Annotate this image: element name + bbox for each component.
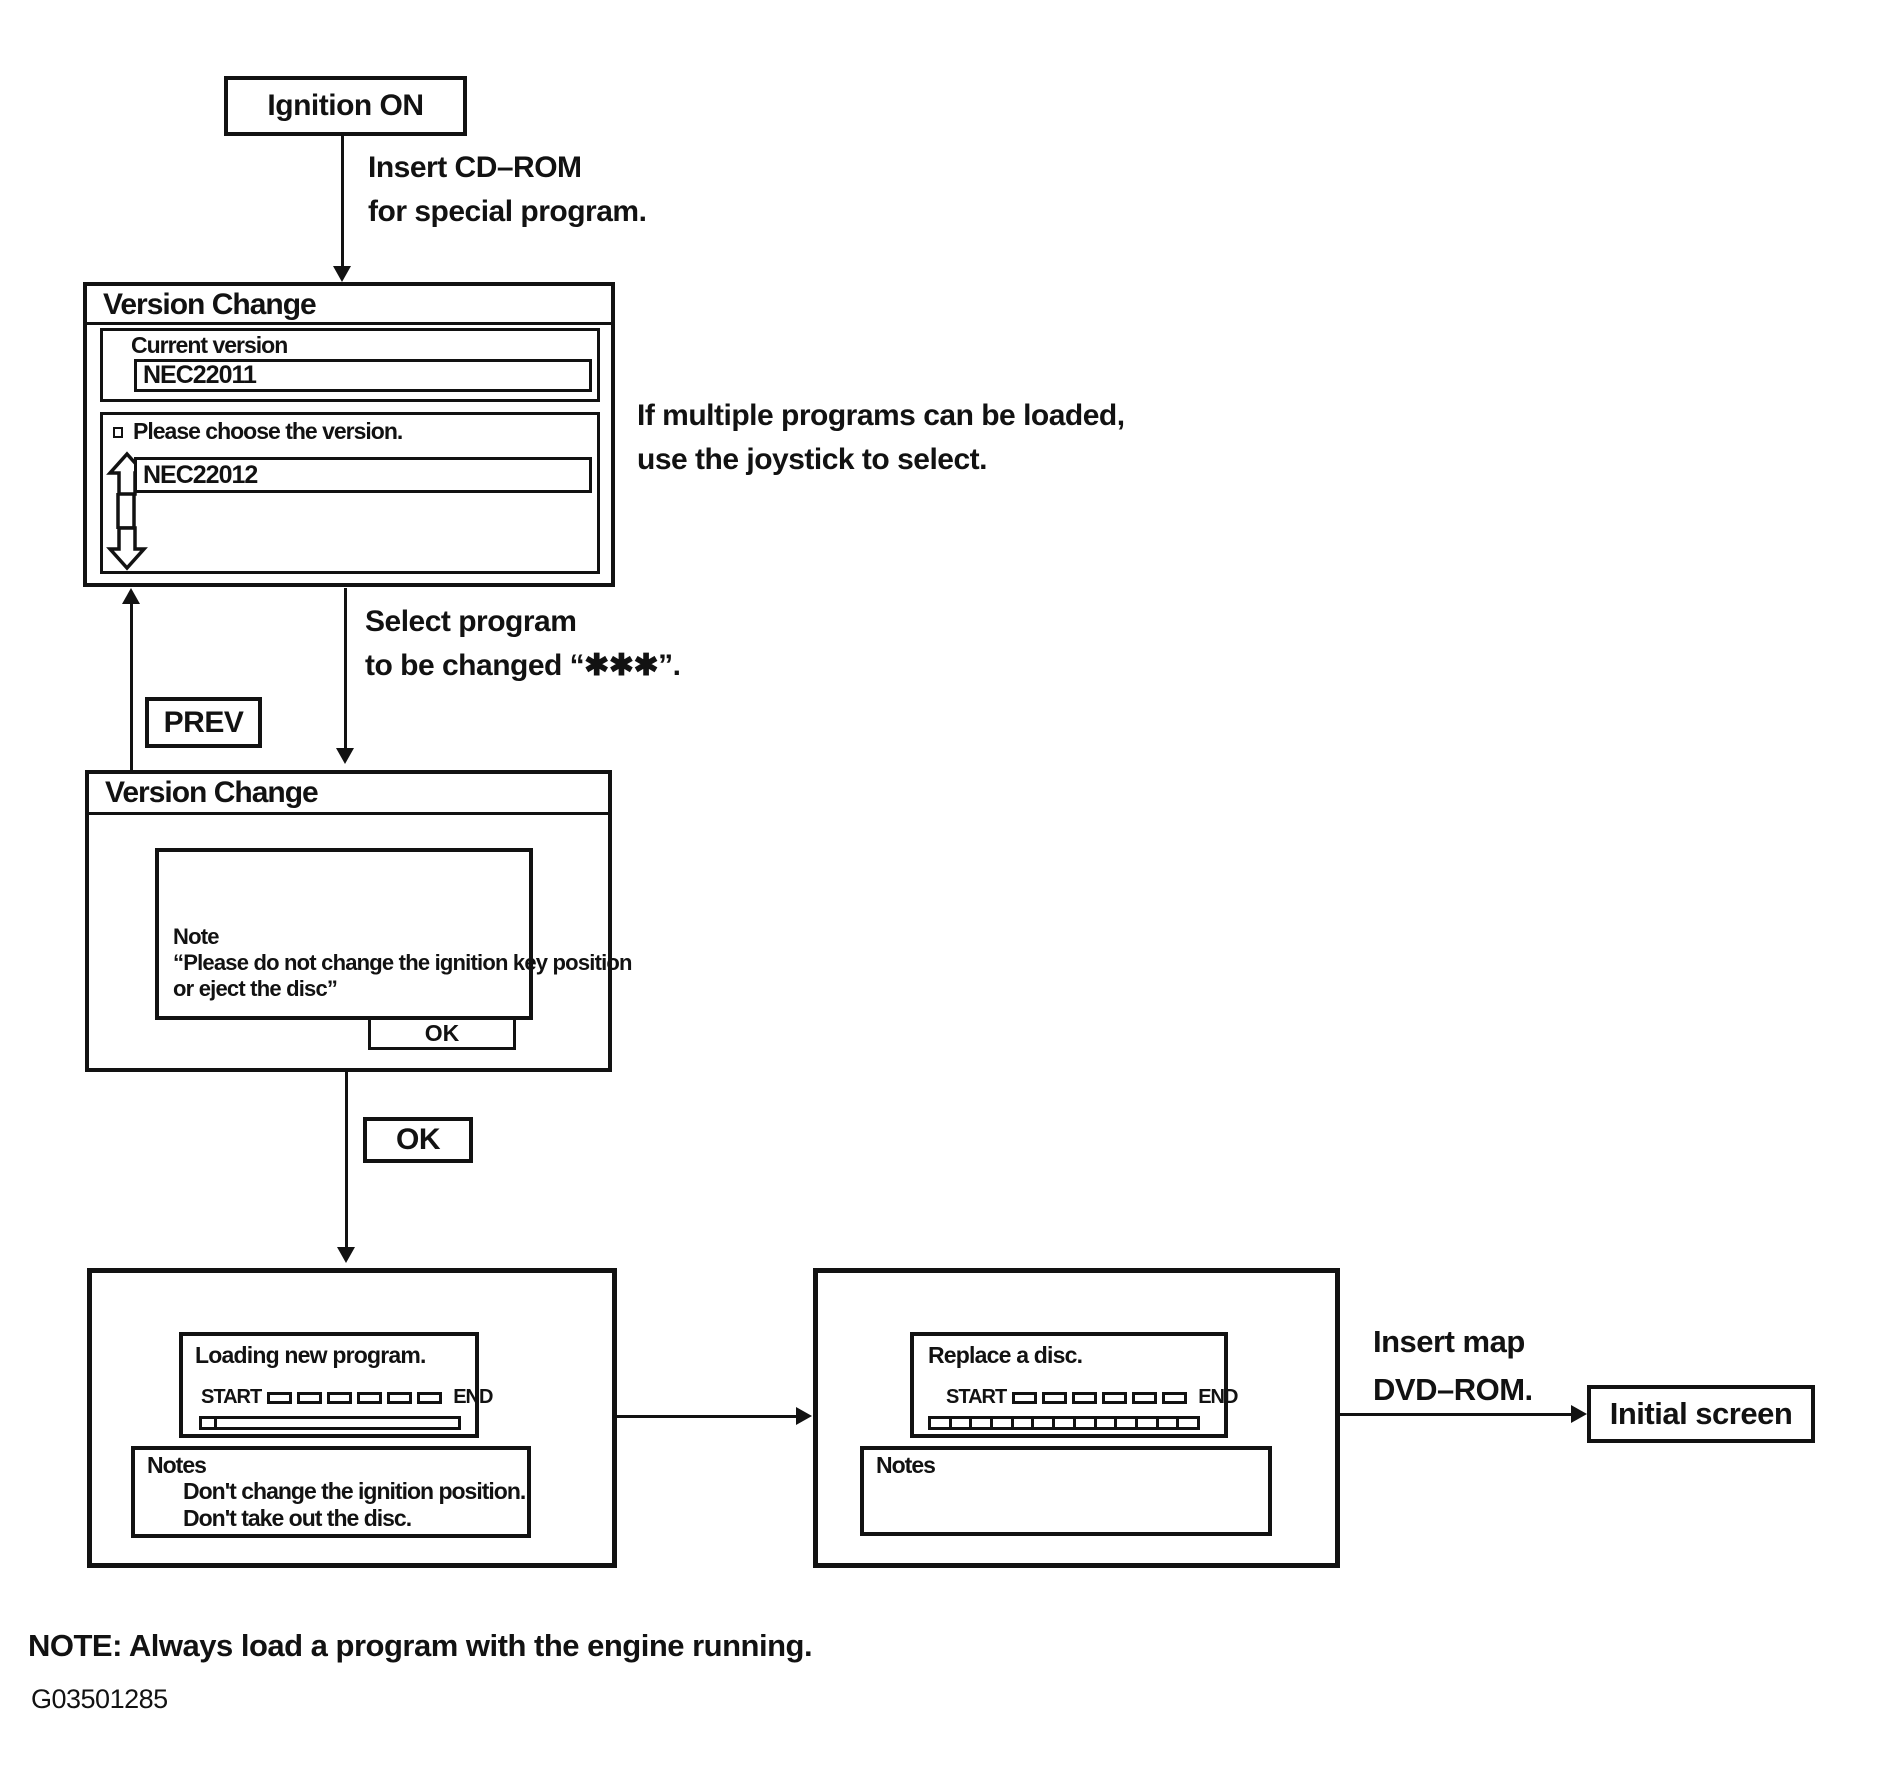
replace-message: Replace a disc.: [928, 1342, 1083, 1368]
insert-cdrom-line1: Insert CD–ROM: [368, 151, 582, 184]
current-version-label: Current version: [131, 332, 288, 358]
loading-note-1: Don't change the ignition position.: [183, 1478, 526, 1504]
prev-node: PREV: [145, 697, 262, 748]
select-program-line1: Select program: [365, 605, 577, 638]
bullet-square-icon: [113, 427, 123, 438]
note-line2: or eject the disc”: [173, 976, 338, 1001]
screen1-header-rule: [87, 322, 611, 325]
loading-note-2: Don't take out the disc.: [183, 1505, 412, 1531]
footer-note: NOTE: Always load a program with the eng…: [28, 1628, 813, 1663]
insert-map-annotation: Insert map DVD–ROM.: [1373, 1318, 1533, 1414]
ok-node-label: OK: [396, 1123, 441, 1156]
select-program-annotation: Select program to be changed “✱✱✱”.: [365, 600, 681, 688]
progress-segments: [267, 1391, 447, 1404]
connector-prev-up: [130, 602, 133, 770]
end-label: END: [1198, 1386, 1238, 1408]
screen1-title: Version Change: [103, 288, 317, 321]
select-program-line2: to be changed “✱✱✱”.: [365, 649, 681, 682]
screen-version-select: Version Change Current version NEC22011 …: [83, 282, 615, 587]
loading-progress-bar: [199, 1416, 461, 1430]
loading-dialog: Loading new program. START END: [179, 1332, 493, 1438]
insert-map-line2: DVD–ROM.: [1373, 1372, 1533, 1407]
start-label: START: [946, 1386, 1007, 1408]
multiple-programs-annotation: If multiple programs can be loaded, use …: [637, 394, 1125, 482]
connector-replace-to-initial: [1340, 1413, 1572, 1416]
screen-loading: Loading new program. START END Notes Don…: [87, 1268, 617, 1568]
connector-loading-to-replace: [617, 1415, 797, 1418]
loading-message: Loading new program.: [195, 1342, 426, 1368]
scroll-track-icon: [115, 493, 139, 529]
loading-progress-row: START END: [195, 1386, 498, 1409]
insert-map-line1: Insert map: [1373, 1324, 1525, 1359]
screen-replace: Replace a disc. START END Notes: [813, 1268, 1340, 1568]
scroll-down-icon: [106, 525, 148, 571]
choose-version-field: NEC22012: [134, 457, 592, 493]
connector-select-down: [344, 588, 347, 749]
ignition-on-node: Ignition ON: [224, 76, 467, 136]
dialog-ok-label: OK: [424, 1020, 460, 1046]
initial-screen-node: Initial screen: [1587, 1385, 1815, 1443]
screen2-title: Version Change: [105, 776, 319, 809]
insert-cdrom-line2: for special program.: [368, 195, 647, 228]
arrowhead-right-icon: [796, 1407, 812, 1425]
multiple-programs-line2: use the joystick to select.: [637, 443, 987, 476]
replace-notes-title: Notes: [876, 1452, 936, 1478]
screen2-header-rule: [89, 812, 608, 815]
arrowhead-down-icon: [337, 1247, 355, 1263]
current-version-field: NEC22011: [134, 359, 592, 392]
replace-progress-bar: [928, 1416, 1200, 1430]
choose-version-panel: Please choose the version. NEC22012: [100, 412, 600, 574]
arrowhead-right-icon: [1571, 1405, 1587, 1423]
arrowhead-up-icon: [122, 588, 140, 604]
loading-notes-title: Notes: [147, 1452, 207, 1478]
arrowhead-down-icon: [336, 748, 354, 764]
end-label: END: [453, 1386, 493, 1408]
screen-version-note: Version Change Note “Please do not chang…: [85, 770, 632, 1072]
replace-dialog: Replace a disc. START END: [910, 1332, 1238, 1438]
figure-id: G03501285: [31, 1684, 168, 1714]
prev-label: PREV: [163, 705, 244, 739]
note-title: Note: [173, 924, 220, 949]
note-dialog-text: Note “Please do not change the ignition …: [173, 924, 632, 1002]
ignition-on-label: Ignition ON: [267, 89, 424, 122]
choose-version-value: NEC22012: [143, 460, 258, 489]
dialog-ok-button: OK: [368, 1017, 516, 1050]
start-label: START: [201, 1386, 262, 1408]
current-version-value: NEC22011: [143, 361, 257, 389]
note-dialog: Note “Please do not change the ignition …: [155, 848, 632, 1020]
note-line1: “Please do not change the ignition key p…: [173, 950, 632, 975]
current-version-panel: Current version NEC22011: [100, 328, 600, 402]
connector-ok-down: [345, 1072, 348, 1248]
initial-screen-label: Initial screen: [1609, 1396, 1793, 1431]
ok-node: OK: [363, 1117, 473, 1163]
loading-notes-box: Notes Don't change the ignition position…: [131, 1446, 531, 1538]
connector-ignition-to-version: [341, 136, 344, 268]
progress-segments: [1012, 1391, 1192, 1404]
choose-version-prompt: Please choose the version.: [133, 418, 403, 444]
multiple-programs-line1: If multiple programs can be loaded,: [637, 399, 1125, 432]
arrowhead-down-icon: [333, 266, 351, 282]
insert-cdrom-annotation: Insert CD–ROM for special program.: [368, 146, 647, 234]
replace-notes-box: Notes: [860, 1446, 1272, 1536]
replace-progress-row: START END: [940, 1386, 1243, 1409]
